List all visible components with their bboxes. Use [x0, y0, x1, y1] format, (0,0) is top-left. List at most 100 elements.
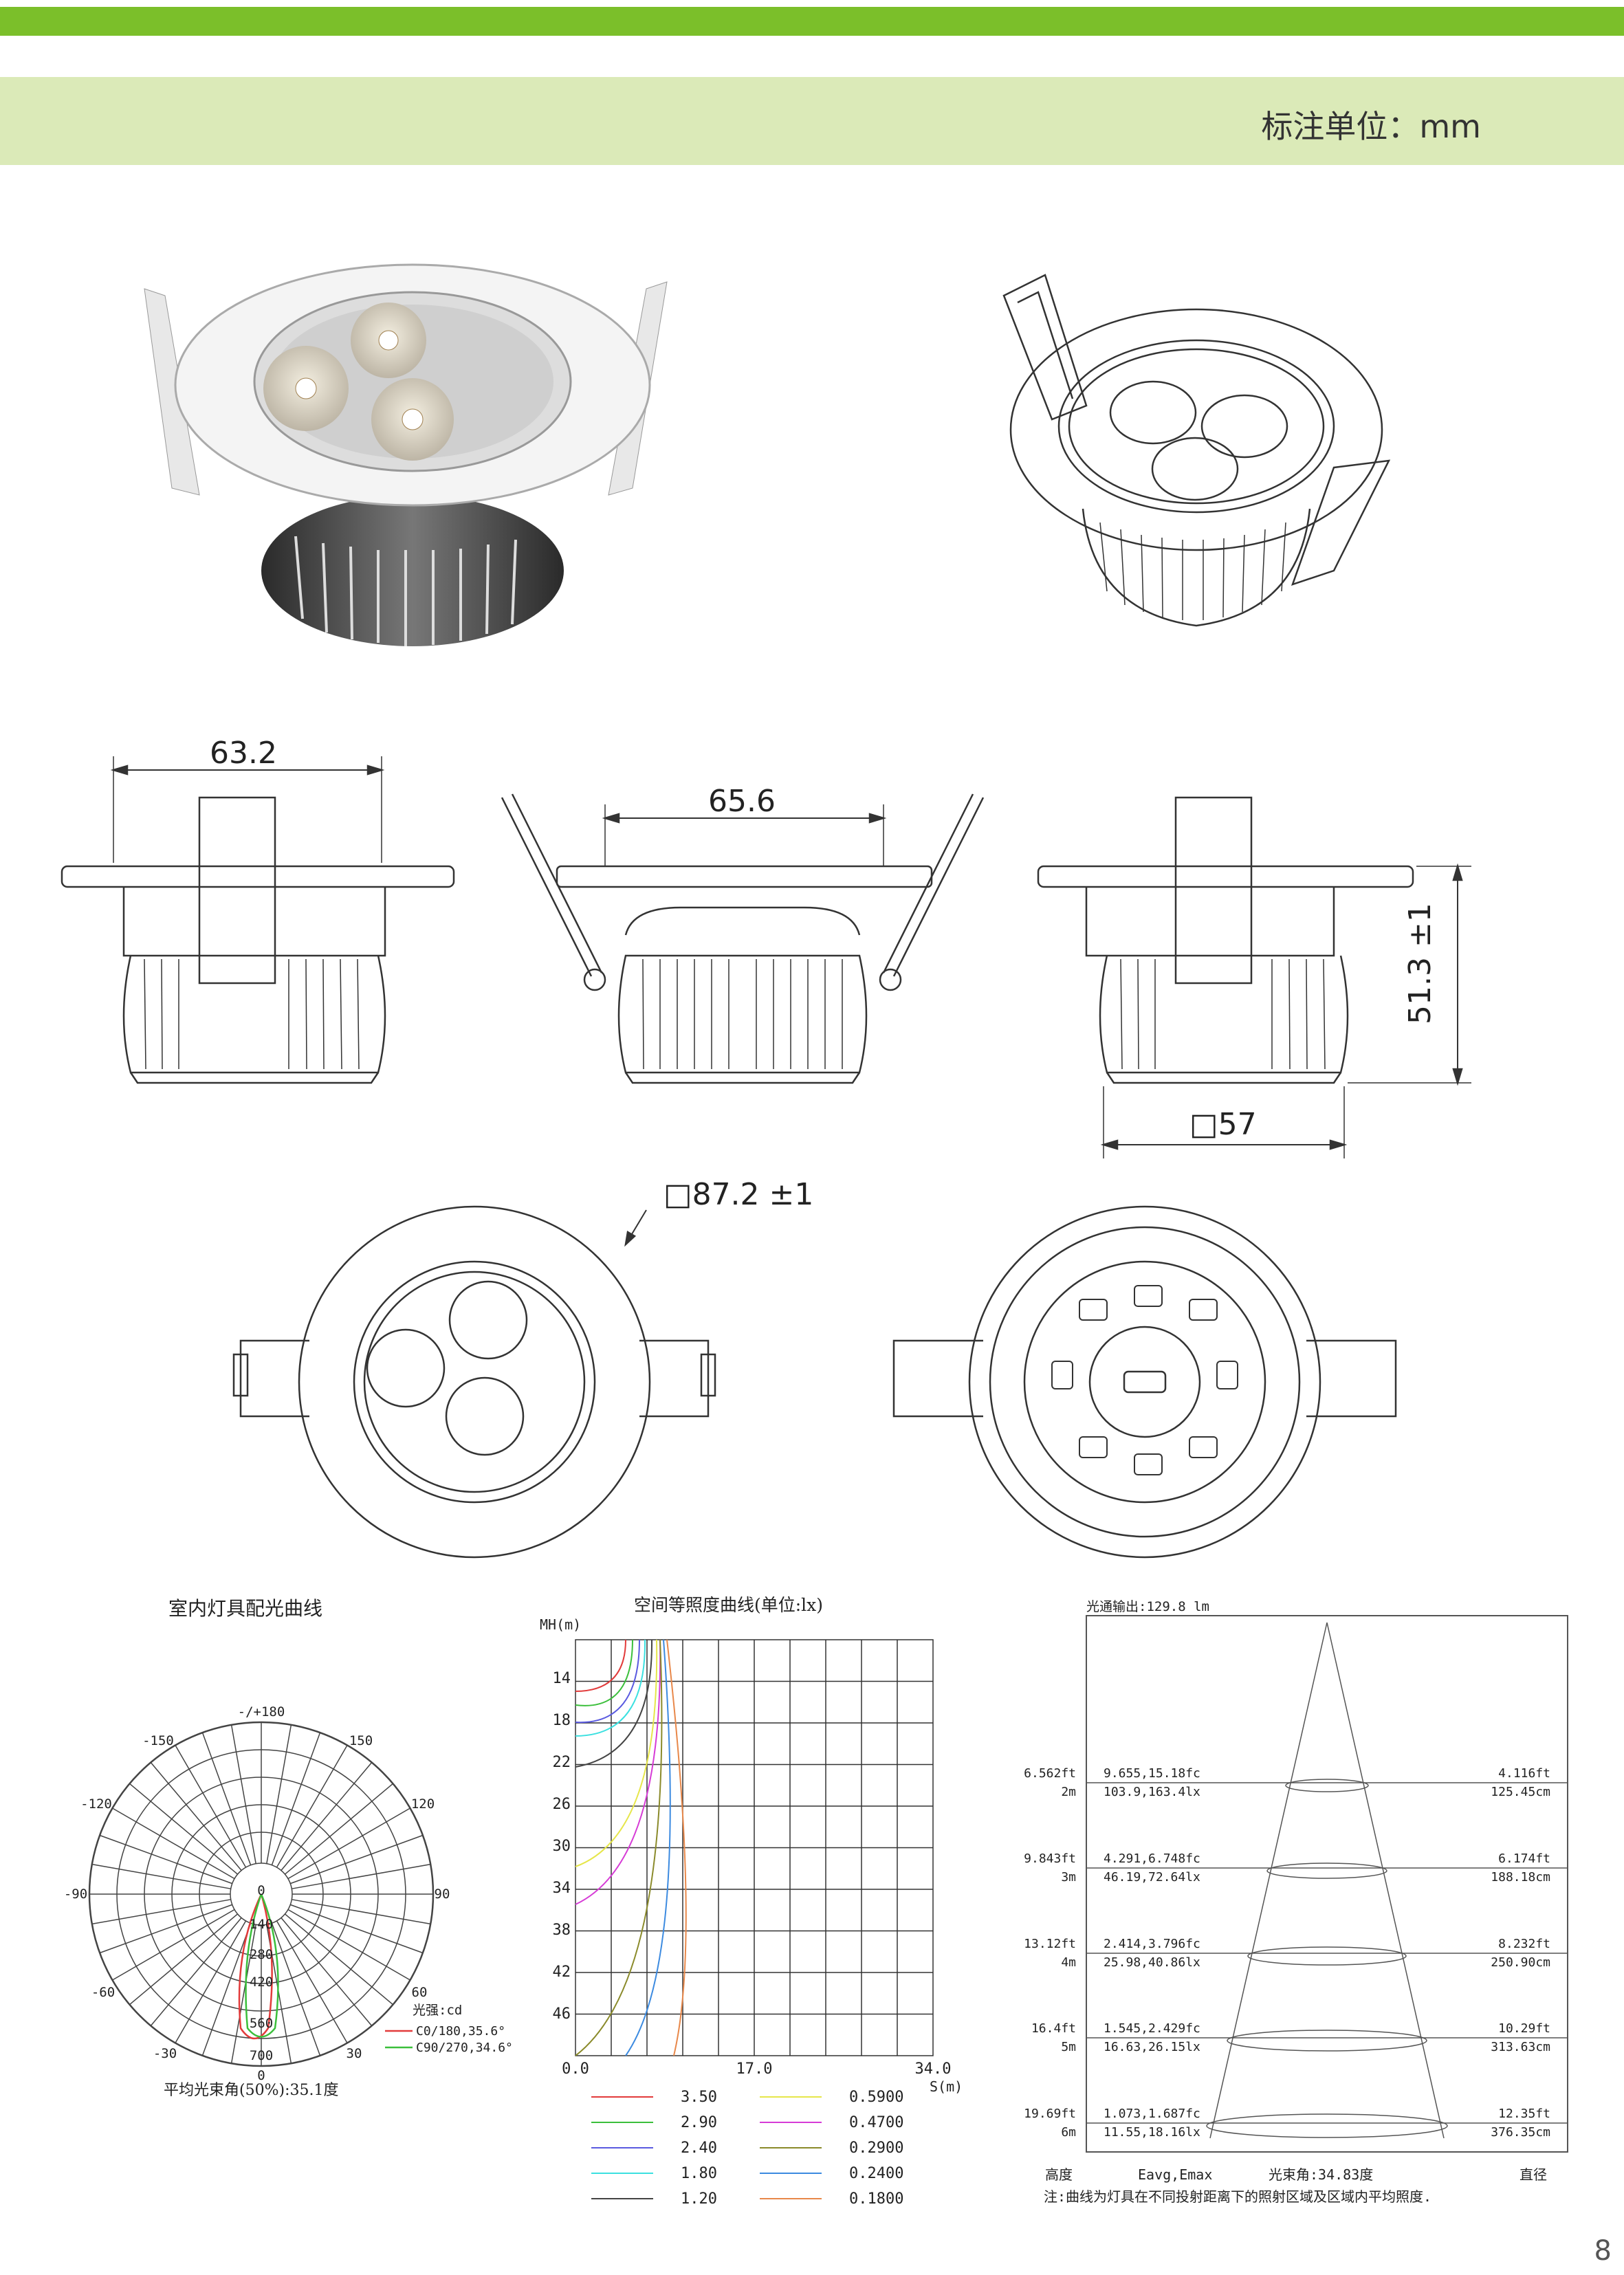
polar-spoke: [276, 1920, 348, 2043]
page-number: 8: [1594, 2235, 1612, 2267]
polar-angle-label: 60: [412, 1985, 428, 2000]
cone-row-height-ft: 19.69ft: [1024, 2107, 1076, 2121]
polar-angle-label: 0: [257, 2068, 265, 2083]
side-views: [61, 756, 1471, 1158]
cone-row-height-m: 3m: [1061, 1870, 1076, 1884]
isolux-legend-value: 0.5900: [849, 2089, 903, 2106]
isolux-chart: MH(m) 14 18 22 26 30 34 38 42 46 0.0 17.…: [540, 1616, 963, 2208]
polar-angle-label: -60: [91, 1985, 115, 2000]
dimension-width-b: 65.6: [708, 784, 776, 819]
polar-legend-c90: C90/270,34.6°: [416, 2041, 513, 2055]
beam-cone-diagram: 6.562ft2m9.655,15.18fc103.9,163.4lx4.116…: [1024, 1615, 1568, 2205]
polar-spoke: [290, 1834, 424, 1884]
polar-unit: 光强:cd: [413, 2003, 462, 2018]
cone-row-height-ft: 9.843ft: [1024, 1851, 1076, 1866]
polar-spoke: [129, 1783, 239, 1875]
isolux-legend-value: 0.4700: [849, 2114, 903, 2131]
isolux-legend-value: 0.1800: [849, 2190, 903, 2208]
side-view-center: [501, 793, 985, 1084]
polar-spoke: [281, 1762, 373, 1871]
isolux-legend-value: 2.40: [681, 2140, 717, 2157]
isolux-legend-value: 0.2900: [849, 2140, 903, 2157]
polar-angle-label: 120: [411, 1796, 435, 1812]
isolux-y-axis-label: MH(m): [540, 1616, 581, 1633]
cone-row-diameter-cm: 376.35cm: [1491, 2125, 1550, 2140]
polar-spoke: [91, 1863, 231, 1889]
cone-row-height-ft: 6.562ft: [1024, 1766, 1076, 1781]
cone-footer-diameter: 直径: [1519, 2166, 1547, 2183]
polar-radial-label: 420: [250, 1975, 273, 1990]
cone-row-illuminance-fc: 4.291,6.748fc: [1104, 1851, 1200, 1866]
polar-spoke: [201, 1923, 252, 2056]
cone-footer-beam: 光束角:34.83度: [1269, 2166, 1373, 2183]
polar-angle-label: -150: [142, 1733, 174, 1748]
polar-spoke: [287, 1909, 410, 1981]
polar-angle-label: 30: [347, 2046, 362, 2061]
cone-row-diameter-ft: 10.29ft: [1498, 2021, 1550, 2036]
isolux-legend-value: 1.80: [681, 2165, 717, 2182]
polar-spoke: [281, 1917, 373, 2026]
isolux-legend-value: 3.50: [681, 2089, 717, 2106]
polar-angle-label: -120: [80, 1796, 112, 1812]
cone-row-illuminance-fc: 1.073,1.687fc: [1104, 2107, 1200, 2121]
dimension-cutout: □57: [1189, 1107, 1257, 1142]
isolux-x-axis-label: S(m): [930, 2078, 963, 2095]
isolux-legend-value: 2.90: [681, 2114, 717, 2131]
cone-row-illuminance-fc: 9.655,15.18fc: [1104, 1766, 1200, 1781]
isolux-y-tick: 14: [553, 1670, 571, 1687]
isolux-y-tick: 18: [553, 1712, 571, 1729]
polar-spoke: [230, 1924, 256, 2064]
polar-spoke: [150, 1917, 242, 2026]
cone-row-illuminance-fc: 2.414,3.796fc: [1104, 1937, 1200, 1951]
isolux-y-tick: 46: [553, 2005, 571, 2023]
polar-spoke: [112, 1807, 235, 1880]
cone-row-height-ft: 13.12ft: [1024, 1937, 1076, 1951]
polar-spoke: [230, 1724, 256, 1864]
isolux-x-tick: 0.0: [562, 2060, 589, 2078]
cone-row-illuminance-lx: 25.98,40.86lx: [1104, 1955, 1200, 1970]
front-view: [232, 1205, 716, 1559]
polar-title: 室内灯具配光曲线: [168, 1597, 323, 1620]
polar-spoke: [266, 1724, 292, 1864]
dimension-height: 51.3 ±1: [1403, 903, 1438, 1024]
polar-spoke: [287, 1807, 410, 1880]
polar-spoke: [284, 1783, 393, 1875]
product-line-drawing: [1002, 274, 1391, 627]
polar-angle-label: 150: [349, 1733, 373, 1748]
polar-radial-label: 700: [250, 2048, 273, 2063]
polar-angle-label: 90: [435, 1887, 450, 1902]
cone-row-height-m: 6m: [1061, 2125, 1076, 2140]
product-render-photo: [144, 263, 668, 646]
cone-row-height-m: 5m: [1061, 2040, 1076, 2054]
polar-spoke: [292, 1863, 431, 1889]
polar-angle-label: -/+180: [238, 1705, 285, 1719]
cone-row-height-m: 4m: [1061, 1955, 1076, 1970]
polar-radial-label: 280: [250, 1947, 273, 1962]
side-view-left: [61, 756, 455, 1084]
polar-radial-label: 140: [250, 1917, 273, 1932]
cone-row-height-ft: 16.4ft: [1031, 2021, 1076, 2036]
polar-spoke: [129, 1913, 239, 2005]
polar-spoke: [91, 1899, 231, 1925]
dimension-diameter: □87.2 ±1: [663, 1177, 814, 1212]
polar-spoke: [292, 1899, 431, 1925]
polar-beam-average: 平均光束角(50%):35.1度: [164, 2082, 339, 2099]
polar-spoke: [112, 1909, 235, 1981]
cone-row-illuminance-fc: 1.545,2.429fc: [1104, 2021, 1200, 2036]
polar-spoke: [150, 1762, 242, 1871]
side-view-right: [1037, 796, 1471, 1158]
polar-angle-label: -30: [153, 2046, 177, 2061]
top-accent-bar: [0, 7, 1624, 36]
cone-row-height-m: 2m: [1061, 1785, 1076, 1799]
isolux-y-tick: 42: [553, 1964, 571, 1981]
polar-spoke: [201, 1732, 252, 1865]
cone-title: 光通输出:129.8 lm: [1086, 1599, 1209, 1614]
isolux-x-tick: 17.0: [736, 2060, 773, 2078]
cone-footer-height: 高度: [1045, 2166, 1073, 2183]
polar-radial-label: 0: [257, 1883, 265, 1898]
polar-spoke: [284, 1913, 393, 2005]
isolux-x-tick: 34.0: [915, 2060, 952, 2078]
isolux-y-tick: 22: [553, 1754, 571, 1771]
polar-radial-label: 560: [250, 2016, 273, 2031]
polar-spoke: [99, 1904, 232, 1954]
